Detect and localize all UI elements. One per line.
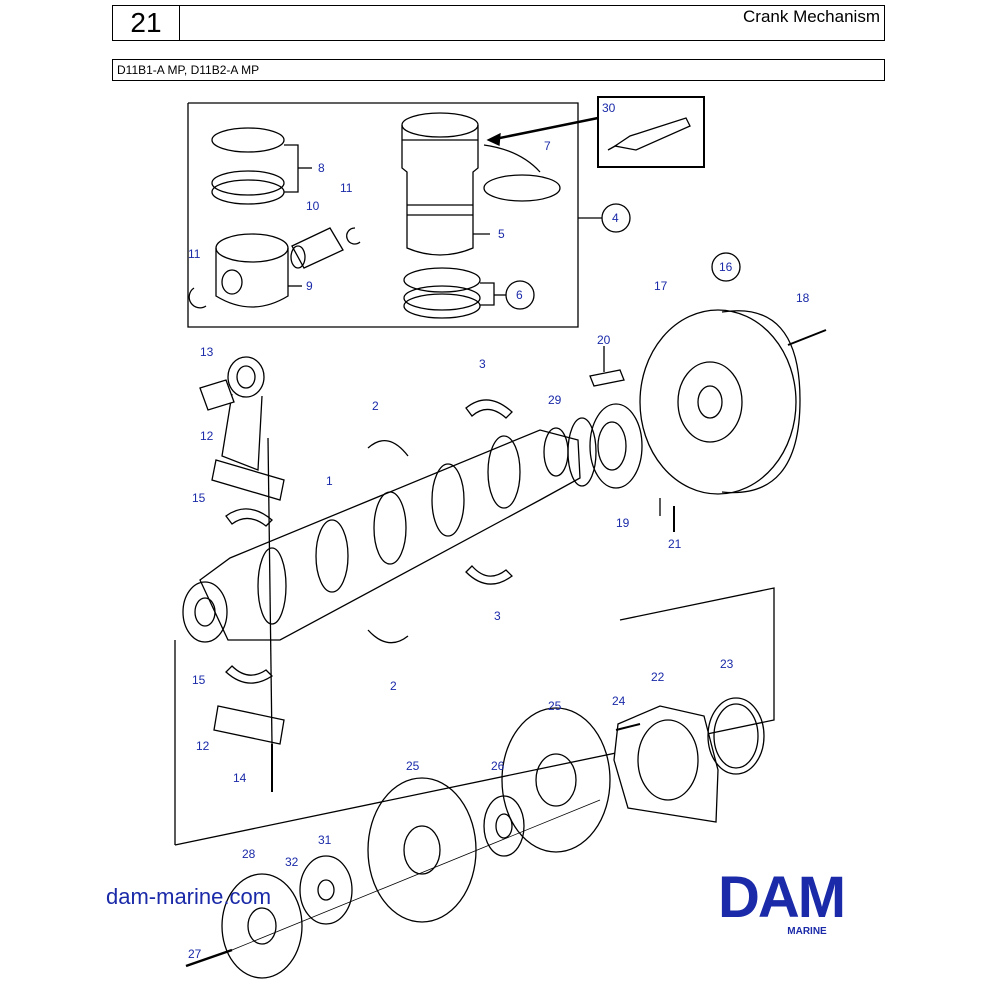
logo-text: DAM xyxy=(718,865,846,930)
big-end-bearing-shell-top xyxy=(225,508,273,527)
callout-circle-6 xyxy=(505,280,535,310)
callout-19: 19 xyxy=(616,516,630,530)
flywheel-bolt xyxy=(787,329,827,346)
callout-8: 8 xyxy=(318,161,325,175)
callout-1: 1 xyxy=(326,474,333,488)
page-title: Crank Mechanism xyxy=(743,7,880,26)
callout-24: 24 xyxy=(612,694,626,708)
main-bearing-shell-bottom xyxy=(465,565,513,585)
callout-20: 20 xyxy=(597,333,611,347)
liner-seal-ring-top xyxy=(403,267,481,293)
crankshaft-pulley xyxy=(221,873,303,979)
piston-ring-middle xyxy=(211,170,285,196)
callout-6: 6 xyxy=(516,288,523,302)
vibration-damper-front xyxy=(367,777,477,923)
flywheel xyxy=(639,309,801,495)
callout-11-right: 11 xyxy=(340,181,353,195)
callout-29: 29 xyxy=(548,393,562,407)
callout-26: 26 xyxy=(491,759,505,773)
sealant-tube-box xyxy=(597,96,705,168)
callout-16: 16 xyxy=(719,260,733,274)
callout-2-top: 2 xyxy=(372,399,379,413)
callout-13: 13 xyxy=(200,345,214,359)
callout-3-top: 3 xyxy=(479,357,486,371)
callout-5: 5 xyxy=(498,227,505,241)
callout-17: 17 xyxy=(654,279,668,293)
vibration-damper-rear xyxy=(501,707,611,853)
cylinder-liner xyxy=(401,112,479,256)
piston xyxy=(215,233,289,308)
circlip-left xyxy=(188,287,207,309)
callout-25-front: 25 xyxy=(406,759,420,773)
big-end-bearing-shell-bottom xyxy=(225,665,274,684)
callout-21: 21 xyxy=(668,537,682,551)
rear-seal-29 xyxy=(567,417,597,487)
callout-12-bottom: 12 xyxy=(196,739,210,753)
callout-14: 14 xyxy=(233,771,247,785)
damper-washer xyxy=(299,855,353,925)
big-end-bearing-cap xyxy=(213,705,285,745)
callout-27: 27 xyxy=(188,947,202,961)
thrust-washer-bottom xyxy=(367,629,409,644)
callout-10: 10 xyxy=(306,199,320,213)
front-seal-23 xyxy=(707,697,765,775)
crankshaft-gear xyxy=(589,403,643,489)
callout-11-left: 11 xyxy=(188,247,201,261)
piston-inset-frame xyxy=(187,102,579,328)
piston-ring-top xyxy=(211,127,285,153)
callout-25-rear: 25 xyxy=(548,699,562,713)
liner-o-ring xyxy=(483,174,561,202)
callout-4: 4 xyxy=(612,211,619,225)
piston-pin xyxy=(290,227,344,269)
callout-12-top: 12 xyxy=(200,429,214,443)
callout-circle-16 xyxy=(711,252,741,282)
arrowhead-30 xyxy=(486,132,501,146)
callout-2-bottom: 2 xyxy=(390,679,397,693)
cover-bolt xyxy=(615,723,641,731)
thrust-washer-top xyxy=(367,440,409,457)
callout-15-top: 15 xyxy=(192,491,206,505)
callout-7: 7 xyxy=(544,139,551,153)
callout-30: 30 xyxy=(602,101,616,115)
callout-32: 32 xyxy=(285,855,299,869)
crankshaft-front-cover xyxy=(613,705,719,823)
crankshaft-hub xyxy=(483,795,525,857)
logo-subtext: MARINE xyxy=(787,926,827,937)
sealant-tube-icon xyxy=(607,117,691,151)
connecting-rod xyxy=(211,356,285,501)
callout-9: 9 xyxy=(306,279,313,293)
callout-15-bottom: 15 xyxy=(192,673,206,687)
callout-31: 31 xyxy=(318,833,332,847)
dowel-pin-20 xyxy=(589,369,625,387)
crankshaft xyxy=(182,427,581,643)
callout-23: 23 xyxy=(720,657,734,671)
header-box: 21 Crank Mechanism xyxy=(112,5,885,41)
leader-arrow-7 xyxy=(483,144,541,173)
callout-3-bottom: 3 xyxy=(494,609,501,623)
section-number: 21 xyxy=(113,6,180,40)
pulley-bolt xyxy=(185,948,233,968)
front-assembly-frame xyxy=(174,587,775,846)
dam-marine-logo: DAM MARINE xyxy=(718,865,896,938)
main-bearing-shell-top xyxy=(465,399,513,419)
leader-arrow-30 xyxy=(489,116,599,142)
website-link[interactable]: dam-marine.com xyxy=(106,884,272,909)
callout-22: 22 xyxy=(651,670,665,684)
callout-18: 18 xyxy=(796,291,810,305)
callout-28: 28 xyxy=(242,847,256,861)
circlip-right xyxy=(346,227,361,245)
model-designation: D11B1-A MP, D11B2-A MP xyxy=(112,59,885,81)
small-end-bushing xyxy=(199,379,235,411)
